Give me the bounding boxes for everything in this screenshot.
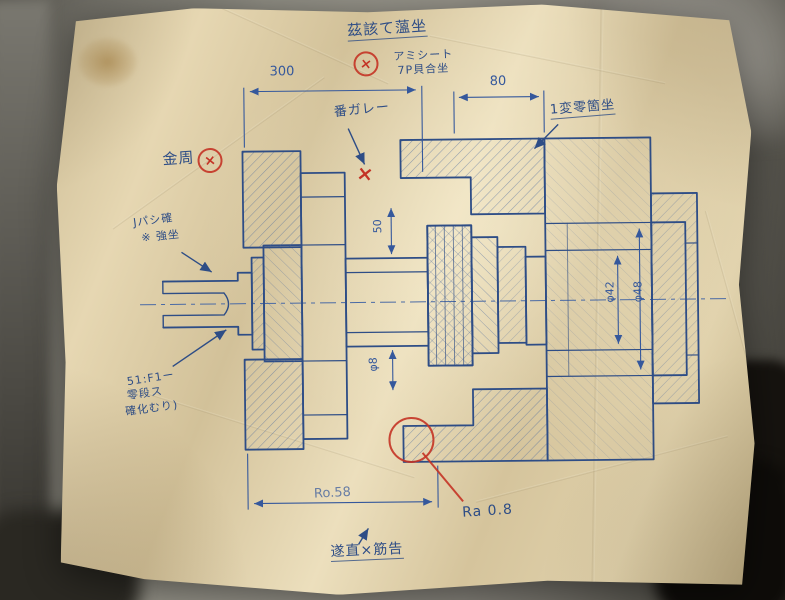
dim-80: 80 <box>489 73 507 90</box>
x-mark-shaft: × <box>355 160 376 187</box>
red-marks <box>423 452 464 501</box>
note-metal: 金周 <box>161 148 196 169</box>
x-mark-icon: × <box>359 55 373 73</box>
part-outlines <box>161 137 699 465</box>
note-surface-finish: Ra 0.8 <box>461 501 514 521</box>
dim-phi48: φ48 <box>631 280 645 303</box>
dim-phi8: φ8 <box>366 357 380 372</box>
leader-arrows <box>170 124 562 546</box>
note-bottom: 遂直×筋告 <box>330 542 403 563</box>
dim-300: 300 <box>269 64 295 80</box>
note-title-sub2: 7P貝合坐 <box>397 61 450 77</box>
dimension-lines <box>244 84 642 510</box>
x-mark-icon: × <box>203 151 217 170</box>
red-defect-circle <box>388 417 434 463</box>
dim-50: 50 <box>371 219 385 234</box>
dim-bottom-length: Ro.58 <box>313 484 352 502</box>
dim-phi42: φ42 <box>603 281 617 303</box>
background-blur-left <box>0 0 50 600</box>
paper-sheet: 茲該て薀坐 アミシート 7P貝合坐 番ガレー 金周 1変零箇坐 Jパシ確 ※ 強… <box>55 2 756 597</box>
